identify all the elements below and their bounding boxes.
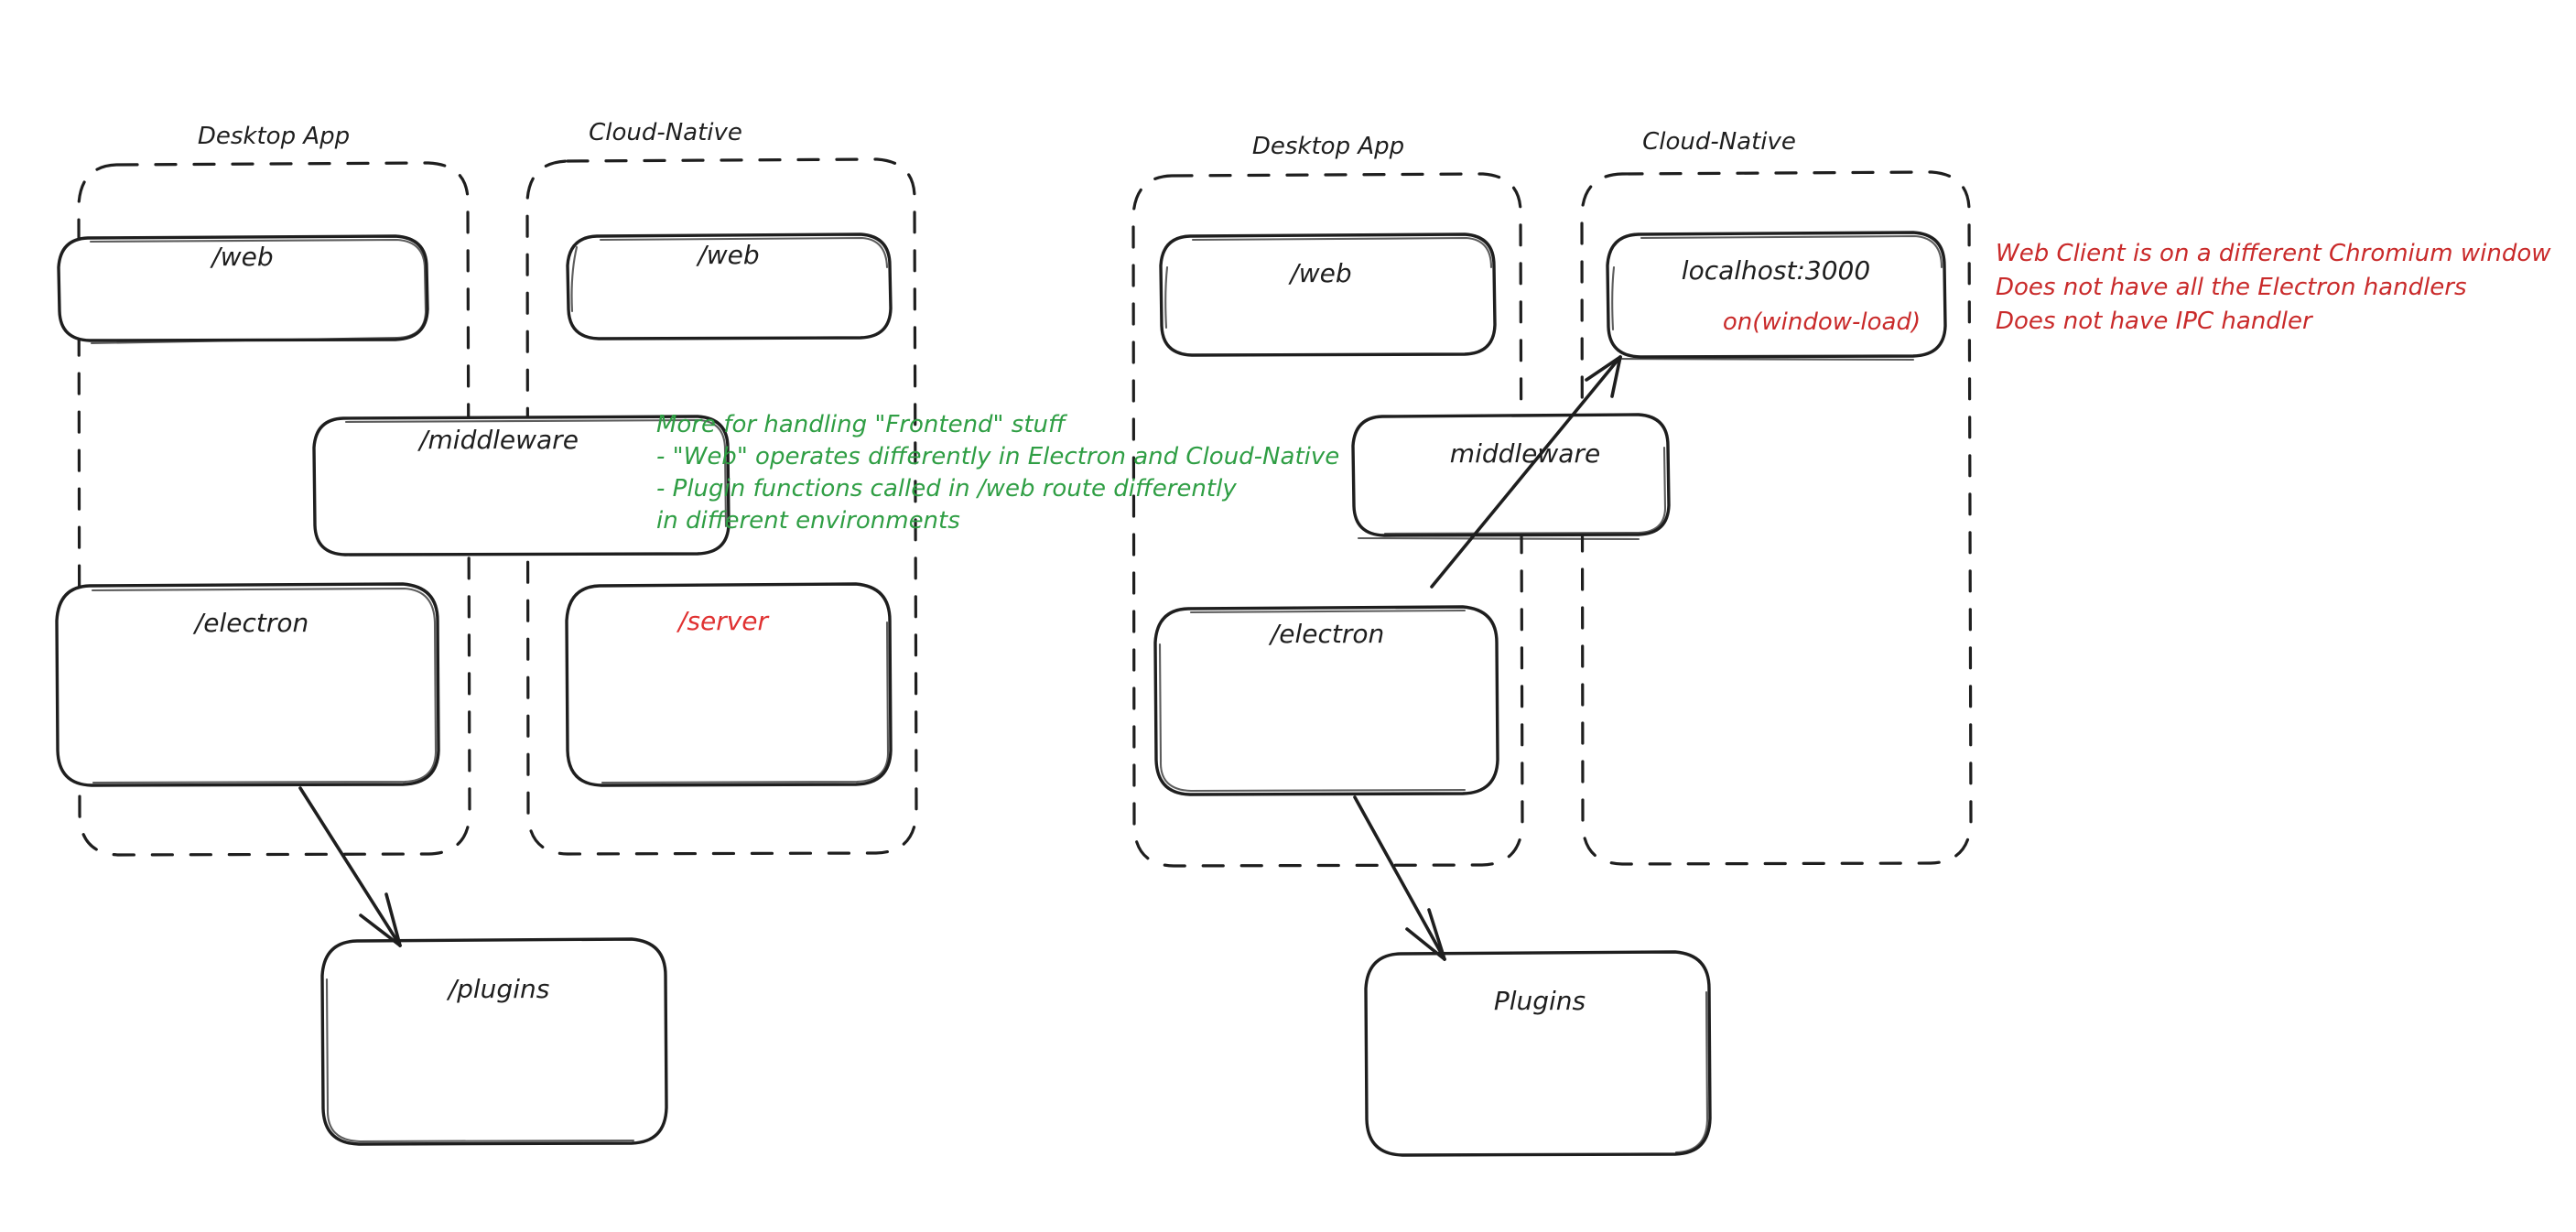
red-note-line-3: Does not have IPC handler (1996, 308, 2314, 335)
green-note-line-3: - Plugin functions called in /web route … (656, 475, 1237, 503)
left-plugins-box[interactable] (320, 937, 668, 1146)
green-note-line-4: in different environments (656, 507, 960, 535)
left-server-box[interactable] (565, 582, 893, 787)
right-middleware-box-ghost (1357, 446, 1667, 541)
right-desktop-web-box[interactable] (1159, 232, 1497, 357)
left-electron-box[interactable] (55, 582, 440, 787)
red-note-line-2: Does not have all the Electron handlers (1996, 274, 2467, 301)
left-middleware-box[interactable] (312, 415, 731, 557)
left-desktop-web-box[interactable] (57, 234, 429, 342)
left-electron-box-ghost (91, 587, 438, 784)
right-plugins-label: Plugins (1494, 986, 1586, 1016)
left-server-label: /server (676, 606, 770, 636)
right-plugins-box-ghost (1674, 990, 1709, 1154)
right-desktop-app-group-label: Desktop App (1252, 133, 1404, 160)
right-desktop-web-box-ghost (1164, 236, 1493, 330)
left-cloud-native-container (525, 157, 918, 856)
left-desktop-web-label: /web (209, 242, 273, 272)
right-localhost-box[interactable] (1606, 231, 1947, 359)
right-cloud-native-group-label: Cloud-Native (1642, 128, 1796, 156)
left-server-box-ghost (601, 621, 890, 784)
left-cloud-web-box-ghost (570, 236, 889, 313)
right-plugins-arrow-head-a (1405, 927, 1446, 961)
right-desktop-app-container (1131, 172, 1524, 868)
left-plugins-label: /plugins (446, 974, 550, 1004)
right-up-arrow-head-b (1610, 355, 1622, 398)
right-electron-to-plugins-arrow (1353, 795, 1446, 961)
right-middleware-label: middleware (1450, 438, 1600, 469)
right-electron-box-ghost (1158, 609, 1467, 793)
right-electron-to-localhost-arrow (1430, 355, 1622, 589)
right-desktop-web-label: /web (1287, 258, 1351, 288)
left-middleware-label: /middleware (417, 425, 579, 455)
right-localhost-box-ghost (1611, 234, 1943, 362)
right-middleware-box[interactable] (1351, 413, 1671, 537)
right-cloud-native-container (1580, 170, 1973, 866)
right-electron-box[interactable] (1153, 605, 1499, 796)
left-arrow-head-a (359, 913, 402, 947)
right-localhost-sublabel: on(window-load) (1723, 308, 1921, 336)
right-localhost-label: localhost:3000 (1682, 255, 1870, 286)
left-desktop-web-box-ghost (89, 238, 428, 345)
left-arrow-head-b (384, 892, 402, 947)
left-middleware-box-ghost (344, 418, 728, 528)
left-cloud-native-group-label: Cloud-Native (589, 119, 742, 146)
left-electron-label: /electron (192, 608, 308, 638)
right-plugins-box[interactable] (1364, 950, 1712, 1157)
red-note-line-1: Web Client is on a different Chromium wi… (1996, 240, 2551, 267)
green-note-line-1: More for handling "Frontend" stuff (656, 411, 1068, 438)
right-plugins-arrow-head-b (1427, 908, 1446, 961)
right-up-arrow-head-a (1585, 355, 1622, 382)
right-electron-label: /electron (1268, 619, 1384, 649)
left-cloud-web-box[interactable] (566, 232, 893, 340)
left-cloud-web-label: /web (695, 240, 759, 270)
green-note-line-2: - "Web" operates differently in Electron… (656, 443, 1339, 470)
left-plugins-box-ghost (325, 978, 635, 1143)
left-electron-to-plugins-arrow (298, 786, 402, 947)
left-desktop-app-container (77, 161, 471, 857)
left-desktop-app-group-label: Desktop App (198, 123, 350, 150)
